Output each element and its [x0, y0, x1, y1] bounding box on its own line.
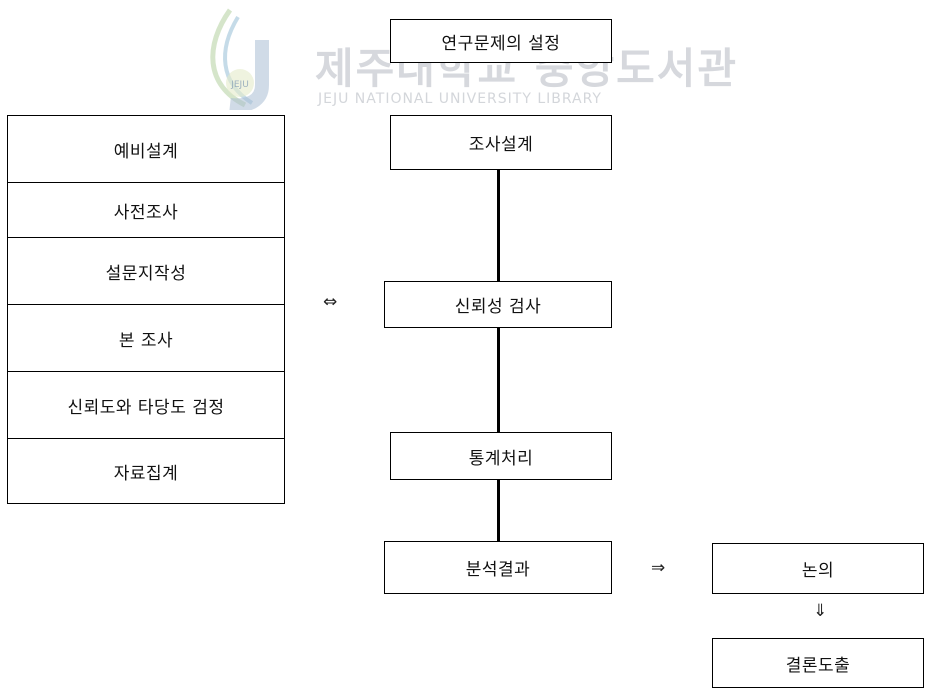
flow-step-label: 연구문제의 설정: [441, 33, 561, 54]
list-item: 사전조사: [8, 182, 284, 237]
list-item: 신뢰도와 타당도 검정: [8, 371, 284, 438]
flow-step-reliability-test: 신뢰성 검사: [384, 281, 612, 328]
flow-step-label: 분석결과: [465, 560, 531, 580]
flow-step-label: 통계처리: [468, 448, 534, 469]
flow-step-label: 결론도출: [785, 655, 851, 676]
flow-step-survey-design: 조사설계: [390, 115, 612, 170]
logo-text: JEJU: [230, 80, 249, 90]
flow-step-conclusion: 결론도출: [712, 638, 924, 688]
connector-step3-step4: [497, 328, 500, 432]
list-item-label: 본 조사: [118, 330, 174, 351]
flow-step-research-problem: 연구문제의 설정: [390, 19, 612, 63]
connector-step2-step3: [497, 170, 500, 289]
list-item: 자료집계: [8, 438, 284, 503]
right-arrow-icon: ⇒: [651, 558, 666, 578]
flow-step-discussion: 논의: [712, 543, 924, 594]
flow-step-label: 조사설계: [468, 135, 534, 155]
connector-step4-step5: [497, 480, 500, 541]
down-arrow-icon: ⇓: [813, 601, 828, 621]
flow-step-label: 논의: [801, 561, 835, 581]
flow-step-label: 신뢰성 검사: [454, 297, 542, 317]
flow-step-analysis-result: 분석결과: [384, 541, 612, 594]
list-item-label: 예비설계: [113, 141, 179, 162]
flow-step-statistics: 통계처리: [390, 432, 612, 480]
university-logo-icon: JEJU: [210, 8, 269, 110]
list-item-label: 설문지작성: [105, 263, 187, 284]
survey-detail-list: 예비설계 사전조사 설문지작성 본 조사 신뢰도와 타당도 검정 자료집계: [7, 115, 285, 504]
watermark-subtitle: JEJU NATIONAL UNIVERSITY LIBRARY: [318, 91, 602, 107]
list-item: 예비설계: [8, 116, 284, 182]
list-item-label: 자료집계: [113, 463, 179, 484]
list-item: 본 조사: [8, 304, 284, 371]
list-item-label: 사전조사: [113, 202, 179, 223]
list-item-label: 신뢰도와 타당도 검정: [67, 397, 225, 418]
list-item: 설문지작성: [8, 237, 284, 304]
bidirectional-arrow-icon: ⇔: [323, 292, 338, 312]
